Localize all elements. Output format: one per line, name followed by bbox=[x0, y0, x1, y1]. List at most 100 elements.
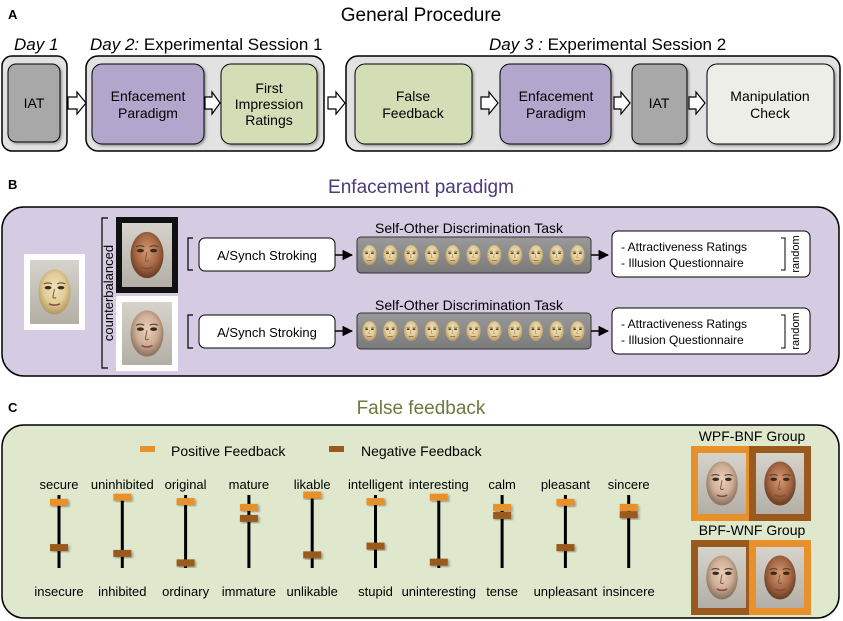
row1-bracket-left bbox=[187, 237, 193, 271]
scale-bottom-label: unpleasant bbox=[534, 584, 598, 599]
scale-top-label: sincere bbox=[608, 477, 650, 492]
counterbalanced-bracket bbox=[101, 217, 108, 369]
negative-marker bbox=[493, 511, 512, 519]
scale-bottom-label: uninteresting bbox=[402, 584, 476, 599]
positive-marker bbox=[303, 491, 322, 499]
legend-positive-label: Positive Feedback bbox=[171, 443, 286, 459]
negative-marker bbox=[239, 514, 258, 522]
negative-marker bbox=[50, 544, 68, 552]
negative-marker bbox=[366, 542, 385, 550]
panel-c-title: False feedback bbox=[357, 398, 486, 419]
morph-face-icon bbox=[549, 244, 565, 266]
scale-top-label: calm bbox=[488, 477, 515, 492]
morph-face-icon bbox=[486, 320, 502, 342]
day3-label: Day 3 : Experimental Session 2 bbox=[489, 35, 726, 54]
group2-face-left-icon bbox=[705, 554, 739, 601]
group1-face-left-icon bbox=[705, 460, 739, 507]
scale-top-label: intelligent bbox=[348, 477, 403, 492]
task-label-row1: Self-Other Discrimination Task bbox=[375, 220, 564, 236]
scale-top-label: original bbox=[165, 477, 207, 492]
iat-box-day3 bbox=[631, 63, 688, 145]
morph-face-icon bbox=[549, 320, 565, 342]
feedback-scales: secure insecure uninhibited inhibited origin… bbox=[34, 477, 654, 599]
morph-face-icon bbox=[382, 244, 398, 266]
scale-bottom-label: insecure bbox=[34, 584, 83, 599]
scale-top-label: secure bbox=[39, 477, 78, 492]
morph-face-icon bbox=[507, 320, 523, 342]
rating2-row2: - Illusion Questionnaire bbox=[621, 333, 744, 347]
positive-marker bbox=[619, 503, 638, 511]
group2-face-right-icon bbox=[763, 554, 797, 601]
morph-face-icon bbox=[465, 244, 482, 266]
positive-marker bbox=[429, 493, 448, 501]
positive-marker bbox=[493, 503, 512, 511]
positive-marker bbox=[366, 498, 385, 506]
false-feedback-box bbox=[354, 63, 473, 145]
enfacement-box-day2 bbox=[91, 63, 205, 145]
stroking-label-row2: A/Synch Stroking bbox=[217, 325, 317, 340]
scale-bottom-label: immature bbox=[222, 584, 276, 599]
scale-top-label: interesting bbox=[409, 477, 469, 492]
scale-bottom-label: insincere bbox=[603, 584, 655, 599]
other-face-black-icon bbox=[129, 231, 165, 279]
negative-marker bbox=[556, 544, 575, 552]
morph-face-icon bbox=[528, 320, 544, 342]
group1-face-right-icon bbox=[763, 460, 797, 507]
panel-b: B Enfacement paradigm counterbalanced A/… bbox=[1, 177, 840, 377]
row1-random-bracket bbox=[781, 237, 786, 271]
row2-bracket-left bbox=[187, 314, 193, 349]
block-arrow-icon bbox=[327, 90, 346, 116]
block-arrow-icon bbox=[688, 90, 706, 116]
first-impression-box bbox=[220, 63, 318, 145]
scale-top-label: pleasant bbox=[541, 477, 591, 492]
block-arrow-icon bbox=[480, 90, 499, 116]
scale-top-label: mature bbox=[229, 477, 269, 492]
panel-b-title: Enfacement paradigm bbox=[328, 177, 514, 198]
legend-negative-label: Negative Feedback bbox=[361, 443, 483, 459]
morph-face-icon bbox=[465, 320, 482, 342]
morph-face-icon bbox=[424, 320, 440, 342]
group2-label: BPF-WNF Group bbox=[699, 522, 806, 538]
panel-a-title: General Procedure bbox=[341, 5, 502, 26]
scale-top-label: uninhibited bbox=[91, 477, 154, 492]
legend-positive-marker bbox=[140, 446, 155, 452]
positive-marker bbox=[176, 498, 195, 506]
morph-face-icon bbox=[569, 320, 586, 342]
scale-top-label: likable bbox=[294, 477, 331, 492]
rating1-row2: - Attractiveness Ratings bbox=[621, 317, 747, 331]
morph-face-icon bbox=[403, 244, 419, 266]
block-arrow-icon bbox=[613, 90, 631, 116]
random-label-row2: random bbox=[790, 312, 802, 349]
panel-c: C False feedback Positive Feedback Negat… bbox=[1, 398, 840, 619]
morph-face-icon bbox=[528, 244, 544, 266]
other-face-white-icon bbox=[129, 309, 165, 358]
counterbalanced-label: counterbalanced bbox=[101, 245, 116, 341]
panel-a-letter: A bbox=[8, 7, 18, 22]
morph-face-icon bbox=[361, 244, 378, 266]
random-label-row1: random bbox=[790, 235, 802, 272]
flow-arrows bbox=[67, 90, 706, 116]
enfacement-box-day3 bbox=[499, 63, 612, 145]
block-arrow-icon bbox=[204, 90, 221, 116]
negative-marker bbox=[113, 549, 132, 557]
day1-label: Day 1 bbox=[14, 35, 58, 54]
positive-marker bbox=[50, 498, 68, 506]
scale-bottom-label: ordinary bbox=[162, 584, 209, 599]
day2-label: Day 2: Experimental Session 1 bbox=[90, 35, 322, 54]
row2-random-bracket bbox=[781, 314, 786, 349]
scale-bottom-label: inhibited bbox=[98, 584, 146, 599]
negative-marker bbox=[619, 511, 638, 519]
scale-bottom-label: stupid bbox=[358, 584, 393, 599]
morph-face-icon bbox=[445, 320, 461, 342]
negative-marker bbox=[176, 559, 195, 567]
rating2-row1: - Illusion Questionnaire bbox=[621, 256, 744, 270]
participant-face-icon bbox=[37, 268, 72, 316]
morph-face-icon bbox=[361, 320, 378, 342]
morph-face-icon bbox=[403, 320, 419, 342]
legend-negative-marker bbox=[329, 446, 344, 452]
positive-marker bbox=[556, 498, 575, 506]
